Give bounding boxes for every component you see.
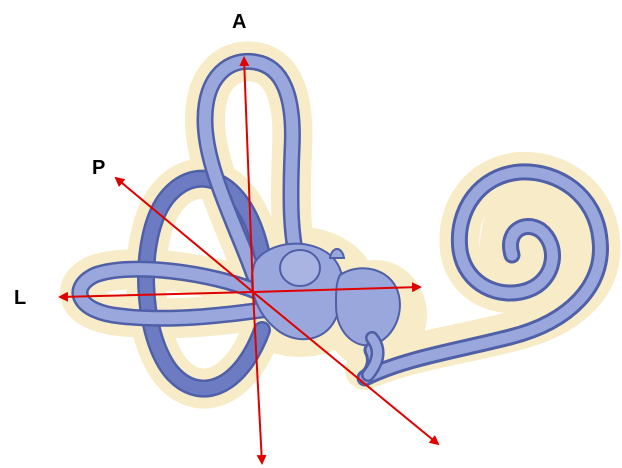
label-posterior: P <box>92 158 105 178</box>
ampulla <box>280 250 320 286</box>
label-lateral: L <box>14 288 26 308</box>
label-anterior: A <box>232 12 246 32</box>
endolymphatic-duct <box>330 249 344 258</box>
